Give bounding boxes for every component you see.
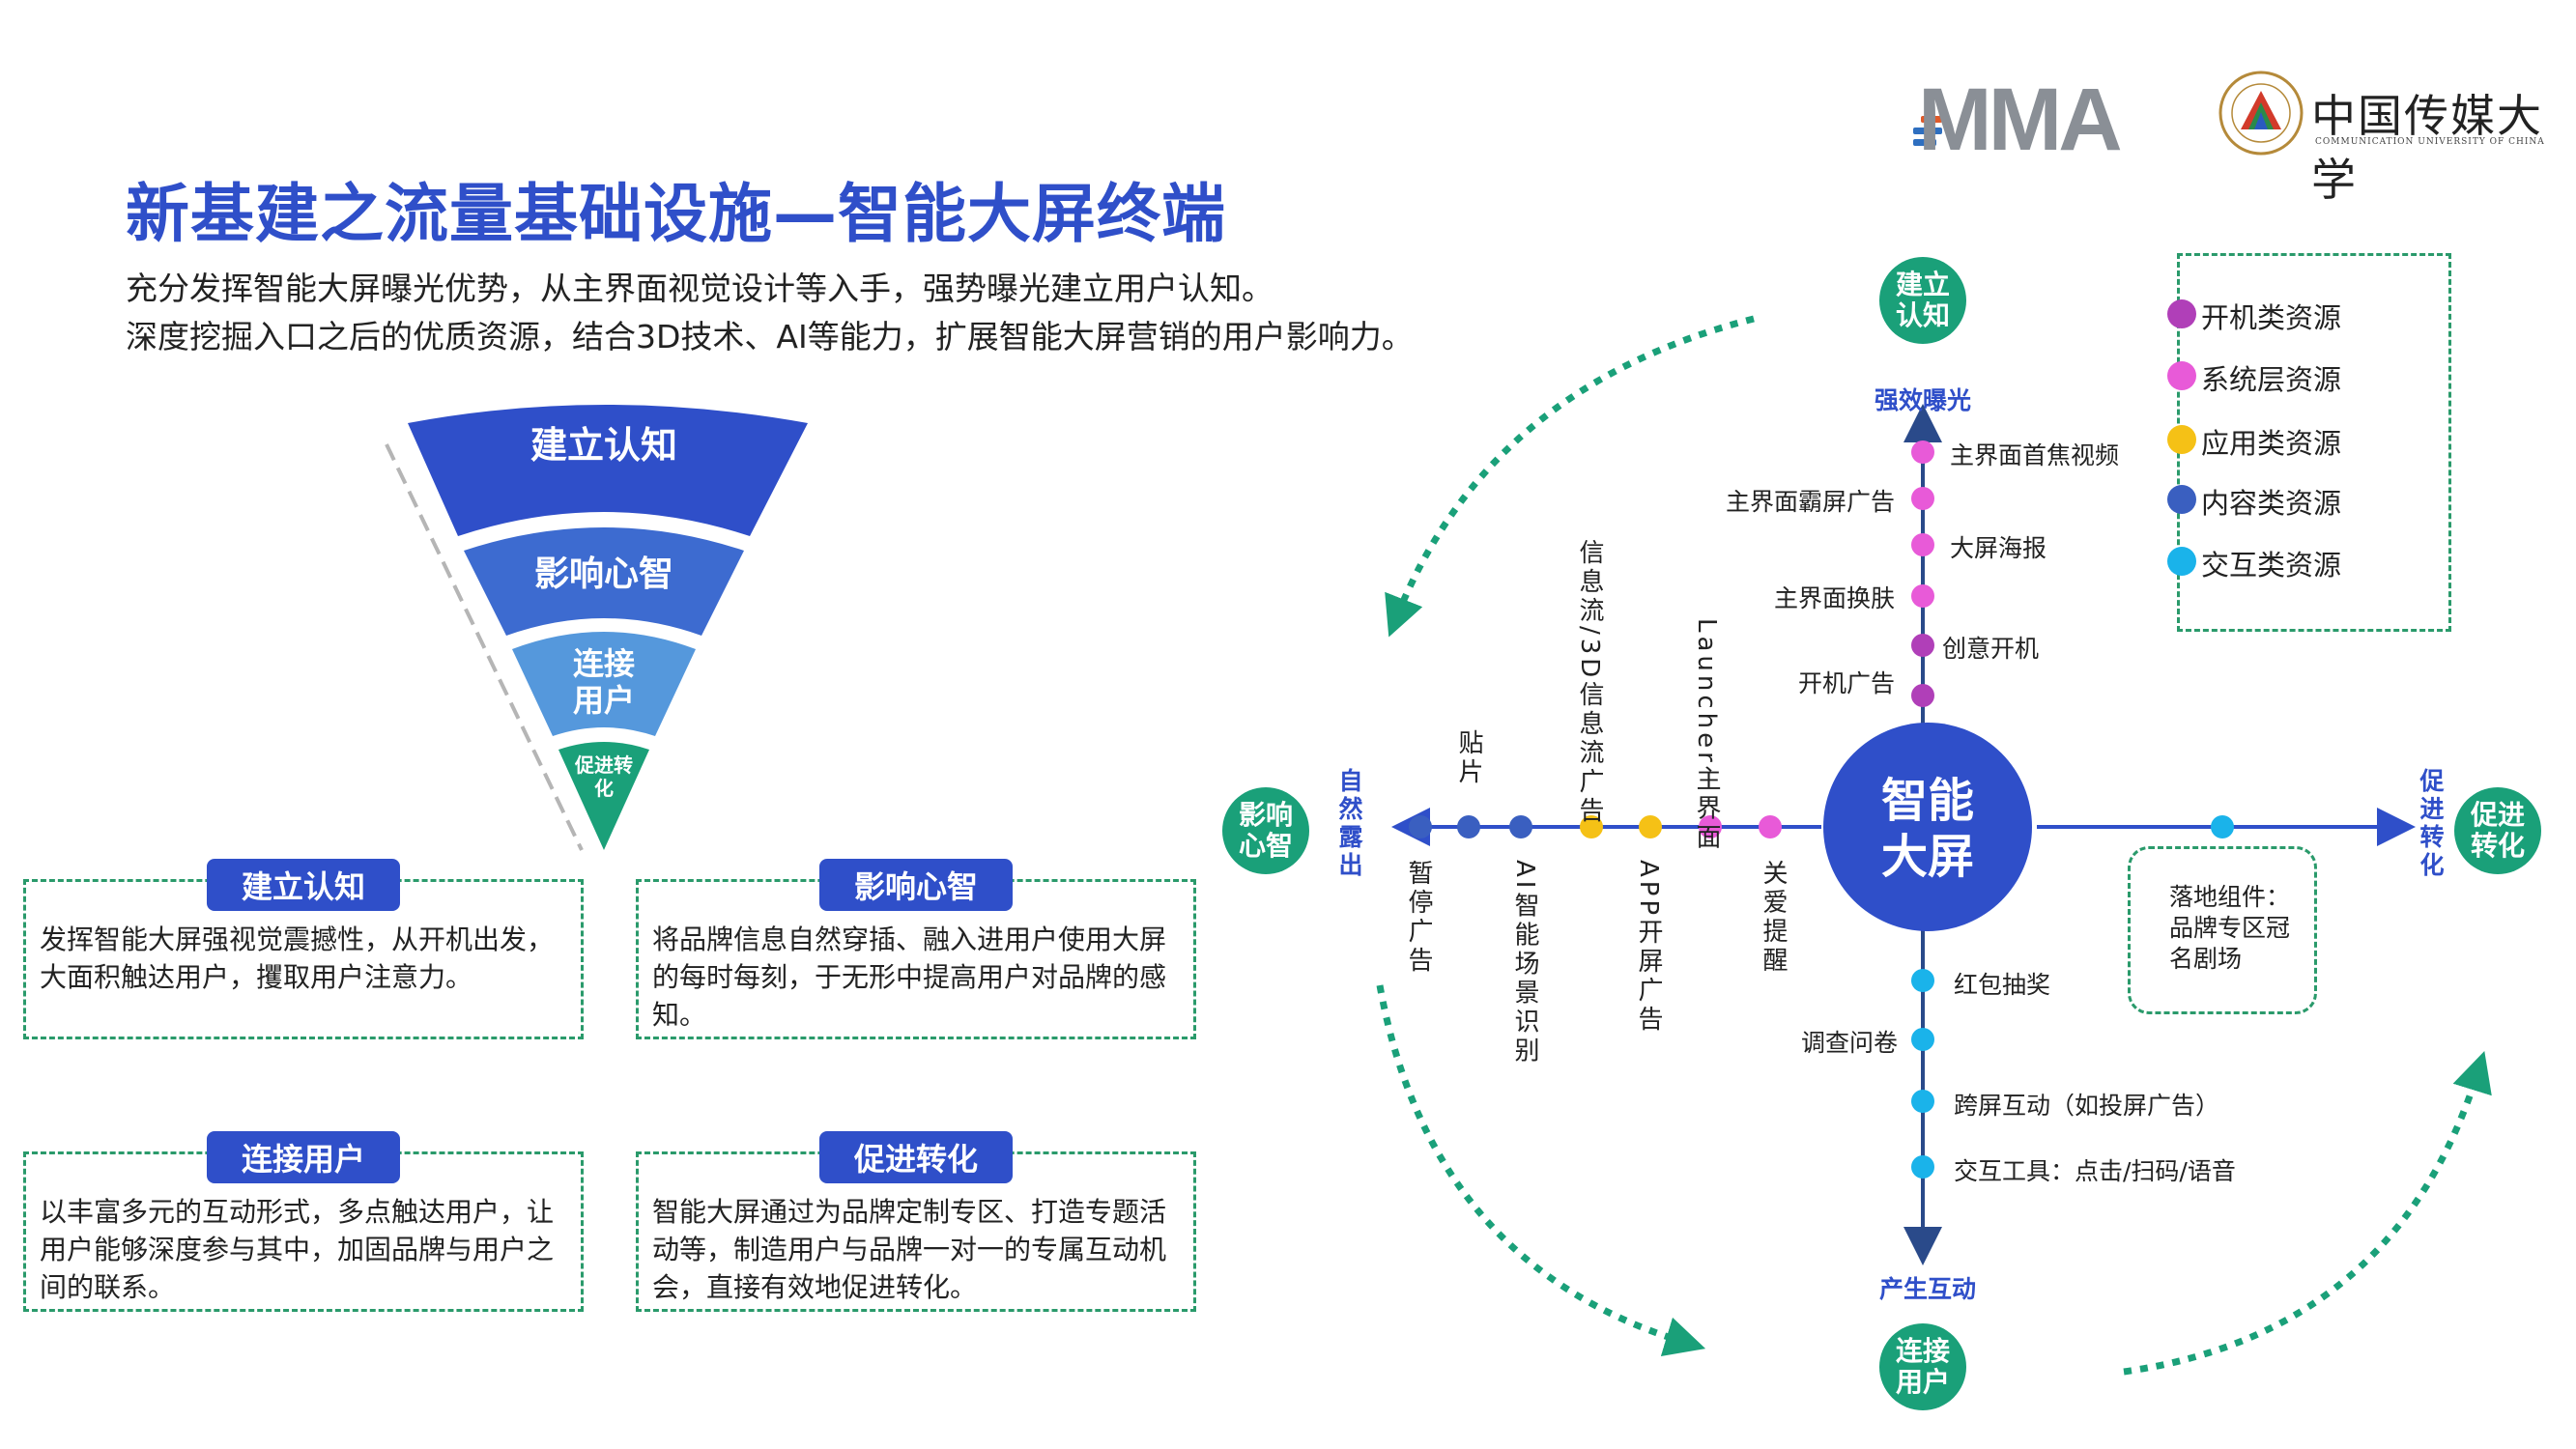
funnel-label-1: 建立认知 — [530, 424, 677, 467]
left-item-top: 贴片 — [1454, 729, 1483, 787]
legend-dot-icon — [2167, 547, 2196, 576]
subtitle-line-1: 充分发挥智能大屏曝光优势，从主界面视觉设计等入手，强势曝光建立用户认知。 — [126, 270, 1274, 307]
box-tag: 连接用户 — [206, 1131, 401, 1183]
axis-label-right: 促进转化 — [2417, 768, 2445, 880]
cycle-arrow-bottom-right — [2123, 1050, 2492, 1376]
legend-dot-icon — [2167, 299, 2196, 328]
box-promote-conversion: 促进转化 智能大屏通过为品牌定制专区、打造专题活动等，制造用户与品牌一对一的专属… — [636, 1131, 1196, 1312]
box-tag: 促进转化 — [818, 1131, 1014, 1183]
box-tag: 建立认知 — [206, 859, 401, 911]
box-text: 将品牌信息自然穿插、融入进用户使用大屏的每时每刻，于无形中提高用户对品牌的感知。 — [652, 923, 1167, 1031]
left-item-top: Launcher主界面 — [1692, 618, 1721, 853]
box-connect-users: 连接用户 以丰富多元的互动形式，多点触达用户，让用户能够深度参与其中，加固品牌与… — [23, 1131, 584, 1312]
center-label: 智能 大屏 — [1823, 773, 2032, 885]
funnel-label-2: 影响心智 — [533, 554, 673, 594]
mma-logo-bars — [1913, 116, 1942, 151]
legend-dot-icon — [2167, 485, 2196, 514]
cuc-seal-icon — [2218, 71, 2304, 156]
funnel-label-3: 连接用户 — [572, 645, 635, 719]
axis-label-left: 自然露出 — [1335, 768, 1363, 880]
center-line-2: 大屏 — [1880, 830, 1974, 884]
up-item: 大屏海报 — [1950, 534, 2047, 562]
box-text: 发挥智能大屏强视觉震撼性，从开机出发，大面积触达用户，攫取用户注意力。 — [40, 923, 555, 993]
funnel-diagram — [385, 405, 808, 851]
stage-circle-right: 促进转化 — [2454, 787, 2541, 874]
page-title: 新基建之流量基础设施—智能大屏终端 — [126, 177, 1226, 251]
down-item: 红包抽奖 — [1954, 971, 2051, 999]
subtitle-line-2: 深度挖掘入口之后的优质资源，结合3D技术、AI等能力，扩展智能大屏营销的用户影响… — [126, 318, 1414, 355]
down-item: 交互工具：点击/扫码/语音 — [1954, 1157, 2236, 1185]
landing-component-text: 落地组件：品牌专区冠名剧场 — [2169, 883, 2291, 973]
left-item-bottom: AI智能场景识别 — [1510, 860, 1539, 1066]
stage-circle-bottom: 连接用户 — [1879, 1323, 1966, 1410]
cuc-logo-text: 中国传媒大学 — [2311, 90, 2543, 206]
legend-item: 应用类资源 — [2201, 427, 2342, 460]
funnel-layer-1 — [408, 405, 808, 536]
legend-dot-icon — [2167, 361, 2196, 390]
legend-item: 交互类资源 — [2201, 549, 2342, 582]
box-build-awareness: 建立认知 发挥智能大屏强视觉震撼性，从开机出发，大面积触达用户，攫取用户注意力。 — [23, 859, 584, 1039]
up-item: 主界面换肤 — [1773, 584, 1895, 612]
left-item-bottom: APP开屏广告 — [1634, 860, 1663, 1036]
legend-dot-icon — [2167, 425, 2196, 454]
stage-circle-top: 建立认知 — [1879, 257, 1966, 344]
center-line-1: 智能 — [1880, 774, 1974, 828]
legend-item: 开机类资源 — [2201, 301, 2342, 334]
left-item-top: 信息流/3D信息流广告 — [1575, 539, 1604, 827]
legend-item: 系统层资源 — [2201, 363, 2342, 396]
up-item: 主界面首焦视频 — [1950, 441, 2120, 469]
center-circle — [1823, 723, 2032, 931]
down-item: 跨屏互动（如投屏广告） — [1954, 1092, 2220, 1120]
funnel-layer-2 — [464, 527, 744, 636]
box-text: 智能大屏通过为品牌定制专区、打造专题活动等，制造用户与品牌一对一的专属互动机会，… — [652, 1196, 1167, 1303]
mma-logo: MMA — [1918, 71, 2123, 169]
down-item: 调查问卷 — [1800, 1029, 1898, 1057]
funnel-label-4: 促进转化 — [575, 753, 633, 800]
legend-item: 内容类资源 — [2201, 487, 2342, 520]
axis-label-bottom: 产生互动 — [1879, 1275, 1977, 1303]
axis-label-top: 强效曝光 — [1875, 386, 1972, 414]
cycle-arrow-bottom-left — [1376, 984, 1706, 1357]
funnel-layer-4 — [558, 742, 649, 850]
cycle-arrow-top-left — [1385, 315, 1755, 638]
box-influence-mind: 影响心智 将品牌信息自然穿插、融入进用户使用大屏的每时每刻，于无形中提高用户对品… — [636, 859, 1196, 1039]
landing-component-box: 落地组件：品牌专区冠名剧场 — [2128, 846, 2317, 1014]
funnel-layer-3 — [512, 632, 696, 736]
box-tag: 影响心智 — [818, 859, 1014, 911]
left-item-bottom: 暂停广告 — [1404, 860, 1433, 976]
up-item: 主界面霸屏广告 — [1725, 488, 1895, 516]
box-text: 以丰富多元的互动形式，多点触达用户，让用户能够深度参与其中，加固品牌与用户之间的… — [40, 1196, 555, 1303]
up-item: 创意开机 — [1942, 635, 2040, 663]
cuc-logo-en: COMMUNICATION UNIVERSITY OF CHINA — [2315, 137, 2545, 147]
stage-circle-left: 影响心智 — [1222, 787, 1309, 874]
up-item: 开机广告 — [1797, 669, 1895, 697]
left-item-bottom: 关爱提醒 — [1759, 860, 1788, 976]
